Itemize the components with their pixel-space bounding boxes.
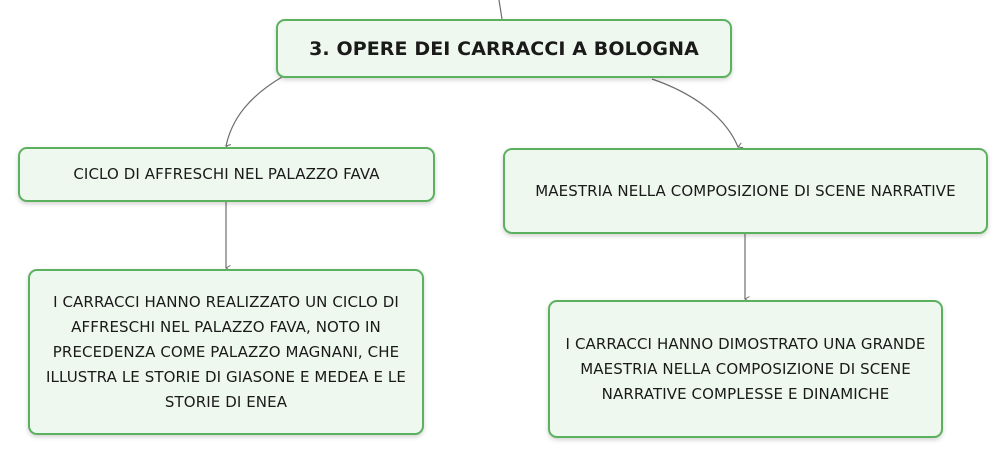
right-branch-topic[interactable]: MAESTRIA NELLA COMPOSIZIONE DI SCENE NAR…: [503, 148, 988, 234]
right-branch-topic-label: MAESTRIA NELLA COMPOSIZIONE DI SCENE NAR…: [535, 181, 956, 200]
root-topic-label: 3. OPERE DEI CARRACCI A BOLOGNA: [309, 37, 699, 60]
left-branch-topic-label: CICLO DI AFFRESCHI NEL PALAZZO FAVA: [73, 165, 380, 183]
root-topic[interactable]: 3. OPERE DEI CARRACCI A BOLOGNA: [276, 19, 732, 78]
right-detail-topic[interactable]: I CARRACCI HANNO DIMOSTRATO UNA GRANDE M…: [548, 300, 943, 438]
left-detail-topic[interactable]: I CARRACCI HANNO REALIZZATO UN CICLO DI …: [28, 269, 424, 435]
connector-parent-to-root: [498, 0, 503, 20]
right-detail-topic-label: I CARRACCI HANNO DIMOSTRATO UNA GRANDE M…: [565, 334, 926, 403]
left-branch-topic[interactable]: CICLO DI AFFRESCHI NEL PALAZZO FAVA: [18, 147, 435, 202]
left-detail-topic-label: I CARRACCI HANNO REALIZZATO UN CICLO DI …: [46, 292, 406, 411]
connector-root-to-right-branch: [651, 78, 738, 147]
connector-root-to-left-branch: [226, 76, 283, 146]
